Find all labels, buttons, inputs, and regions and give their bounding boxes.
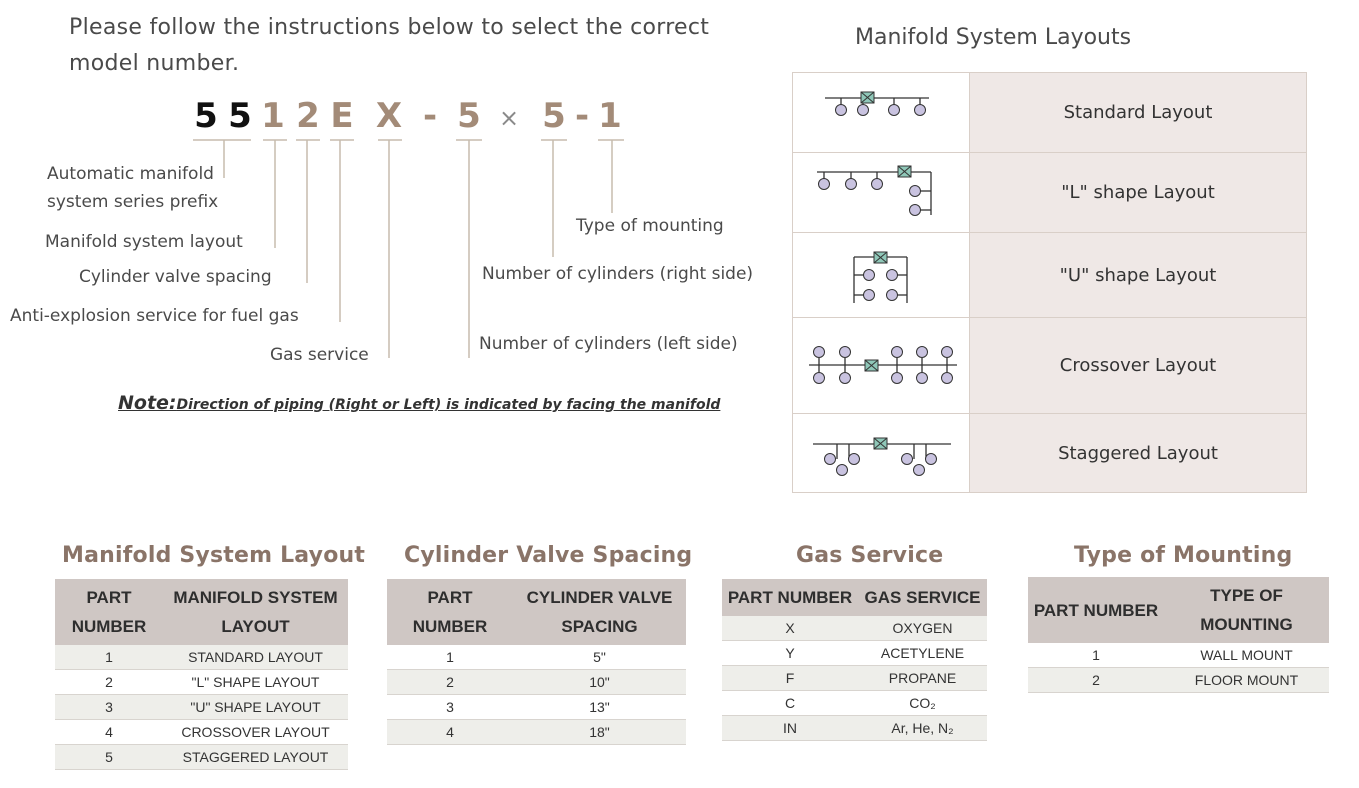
table-cell: 13" bbox=[513, 694, 686, 720]
table-cell: STANDARD LAYOUT bbox=[163, 645, 348, 670]
table-cell: 3 bbox=[387, 694, 513, 720]
layout-row: "U" shape Layout bbox=[792, 232, 1307, 318]
table-cell: ACETYLENE bbox=[858, 640, 987, 666]
table-cell: WALL MOUNT bbox=[1164, 643, 1329, 668]
code-char-3: 1 bbox=[261, 96, 285, 136]
layout-name: Staggered Layout bbox=[969, 413, 1307, 493]
table-cell: STAGGERED LAYOUT bbox=[163, 744, 348, 770]
layout-name: Crossover Layout bbox=[969, 317, 1307, 414]
table-cell: 2 bbox=[55, 669, 163, 695]
label-left-cylinders: Number of cylinders (left side) bbox=[479, 334, 738, 354]
table-cell: CROSSOVER LAYOUT bbox=[163, 719, 348, 745]
label-prefix-line1: Automatic manifold bbox=[47, 164, 214, 184]
table-cell: 3 bbox=[55, 694, 163, 720]
layout-diagram-cell bbox=[792, 232, 970, 318]
table-cell: Y bbox=[722, 640, 858, 666]
layout-table-title: Manifold System Layout bbox=[62, 543, 366, 568]
gas-table-title: Gas Service bbox=[796, 543, 944, 568]
label-mounting: Type of mounting bbox=[576, 216, 724, 236]
table-cell: FLOOR MOUNT bbox=[1164, 667, 1329, 693]
layout-name: "L" shape Layout bbox=[969, 152, 1307, 233]
code-char-5: E bbox=[330, 96, 354, 136]
mounting-table-title: Type of Mounting bbox=[1074, 543, 1293, 568]
header-part-number: PART NUMBER bbox=[387, 579, 513, 645]
header-mounting: TYPE OF MOUNTING bbox=[1164, 577, 1329, 643]
code-char-7: - bbox=[422, 96, 438, 136]
note-prefix: Note: bbox=[118, 392, 177, 414]
label-prefix-line2: system series prefix bbox=[47, 192, 219, 212]
table-cell: "U" SHAPE LAYOUT bbox=[163, 694, 348, 720]
u-shape-layout-diagram-icon bbox=[853, 251, 908, 303]
label-layout: Manifold system layout bbox=[45, 232, 243, 252]
note: Note:Direction of piping (Right or Left)… bbox=[118, 392, 720, 414]
code-char-8: 5 bbox=[457, 96, 481, 136]
table-cell: 4 bbox=[55, 719, 163, 745]
l-shape-layout-diagram-icon bbox=[817, 165, 932, 216]
layout-row: Staggered Layout bbox=[792, 413, 1307, 493]
table-cell: 1 bbox=[387, 645, 513, 670]
table-cell: 4 bbox=[387, 719, 513, 745]
table-cell: 2 bbox=[1028, 667, 1164, 693]
table-cell: 10" bbox=[513, 669, 686, 695]
header-spacing: CYLINDER VALVE SPACING bbox=[513, 579, 686, 645]
staggered-layout-diagram-icon bbox=[813, 437, 951, 476]
table-cell: C bbox=[722, 690, 858, 716]
code-char-1: 5 bbox=[194, 96, 218, 136]
table-cell: 5 bbox=[55, 744, 163, 770]
layout-row: "L" shape Layout bbox=[792, 152, 1307, 233]
layouts-table: Standard Layout "L" shape Layout bbox=[792, 72, 1307, 493]
header-layout: MANIFOLD SYSTEM LAYOUT bbox=[163, 579, 348, 645]
table-cell: 18" bbox=[513, 719, 686, 745]
code-char-12: 1 bbox=[598, 96, 622, 136]
layouts-title: Manifold System Layouts bbox=[855, 25, 1132, 50]
layout-name: Standard Layout bbox=[969, 72, 1307, 153]
header-part-number: PART NUMBER bbox=[1028, 577, 1164, 643]
table-cell: 1 bbox=[55, 645, 163, 670]
table-cell: F bbox=[722, 665, 858, 691]
crossover-layout-diagram-icon bbox=[809, 346, 957, 384]
label-spacing: Cylinder valve spacing bbox=[79, 267, 272, 287]
header-gas-service: GAS SERVICE bbox=[858, 579, 987, 616]
table-cell: 2 bbox=[387, 669, 513, 695]
table-cell: PROPANE bbox=[858, 665, 987, 691]
layout-row: Standard Layout bbox=[792, 72, 1307, 153]
spacing-table-title: Cylinder Valve Spacing bbox=[404, 543, 693, 568]
table-cell: "L" SHAPE LAYOUT bbox=[163, 669, 348, 695]
table-cell: Ar, He, N₂ bbox=[858, 715, 987, 741]
table-cell: X bbox=[722, 616, 858, 641]
header-part-number: PART NUMBER bbox=[722, 579, 858, 616]
code-char-9: × bbox=[499, 104, 520, 132]
layout-diagram-cell bbox=[792, 317, 970, 414]
header-part-number: PART NUMBER bbox=[55, 579, 163, 645]
code-char-11: - bbox=[574, 96, 590, 136]
layout-diagram-cell bbox=[792, 413, 970, 493]
layout-diagram-cell bbox=[792, 72, 970, 153]
code-char-2: 5 bbox=[228, 96, 252, 136]
label-anti-explosion: Anti-explosion service for fuel gas bbox=[10, 306, 299, 326]
layout-row: Crossover Layout bbox=[792, 317, 1307, 414]
code-char-4: 2 bbox=[296, 96, 320, 136]
label-right-cylinders: Number of cylinders (right side) bbox=[482, 264, 754, 284]
code-char-6: X bbox=[375, 96, 403, 136]
note-text: Direction of piping (Right or Left) is i… bbox=[176, 397, 721, 413]
table-cell: IN bbox=[722, 715, 858, 741]
table-cell: CO₂ bbox=[858, 690, 987, 716]
code-char-10: 5 bbox=[542, 96, 566, 136]
standard-layout-diagram-icon bbox=[825, 91, 929, 116]
table-cell: 5" bbox=[513, 645, 686, 670]
layout-diagram-cell bbox=[792, 152, 970, 233]
table-cell: 1 bbox=[1028, 643, 1164, 668]
label-gas-service: Gas service bbox=[270, 345, 369, 365]
intro-text: Please follow the instructions below to … bbox=[69, 15, 710, 76]
layout-name: "U" shape Layout bbox=[969, 232, 1307, 318]
table-cell: OXYGEN bbox=[858, 616, 987, 641]
